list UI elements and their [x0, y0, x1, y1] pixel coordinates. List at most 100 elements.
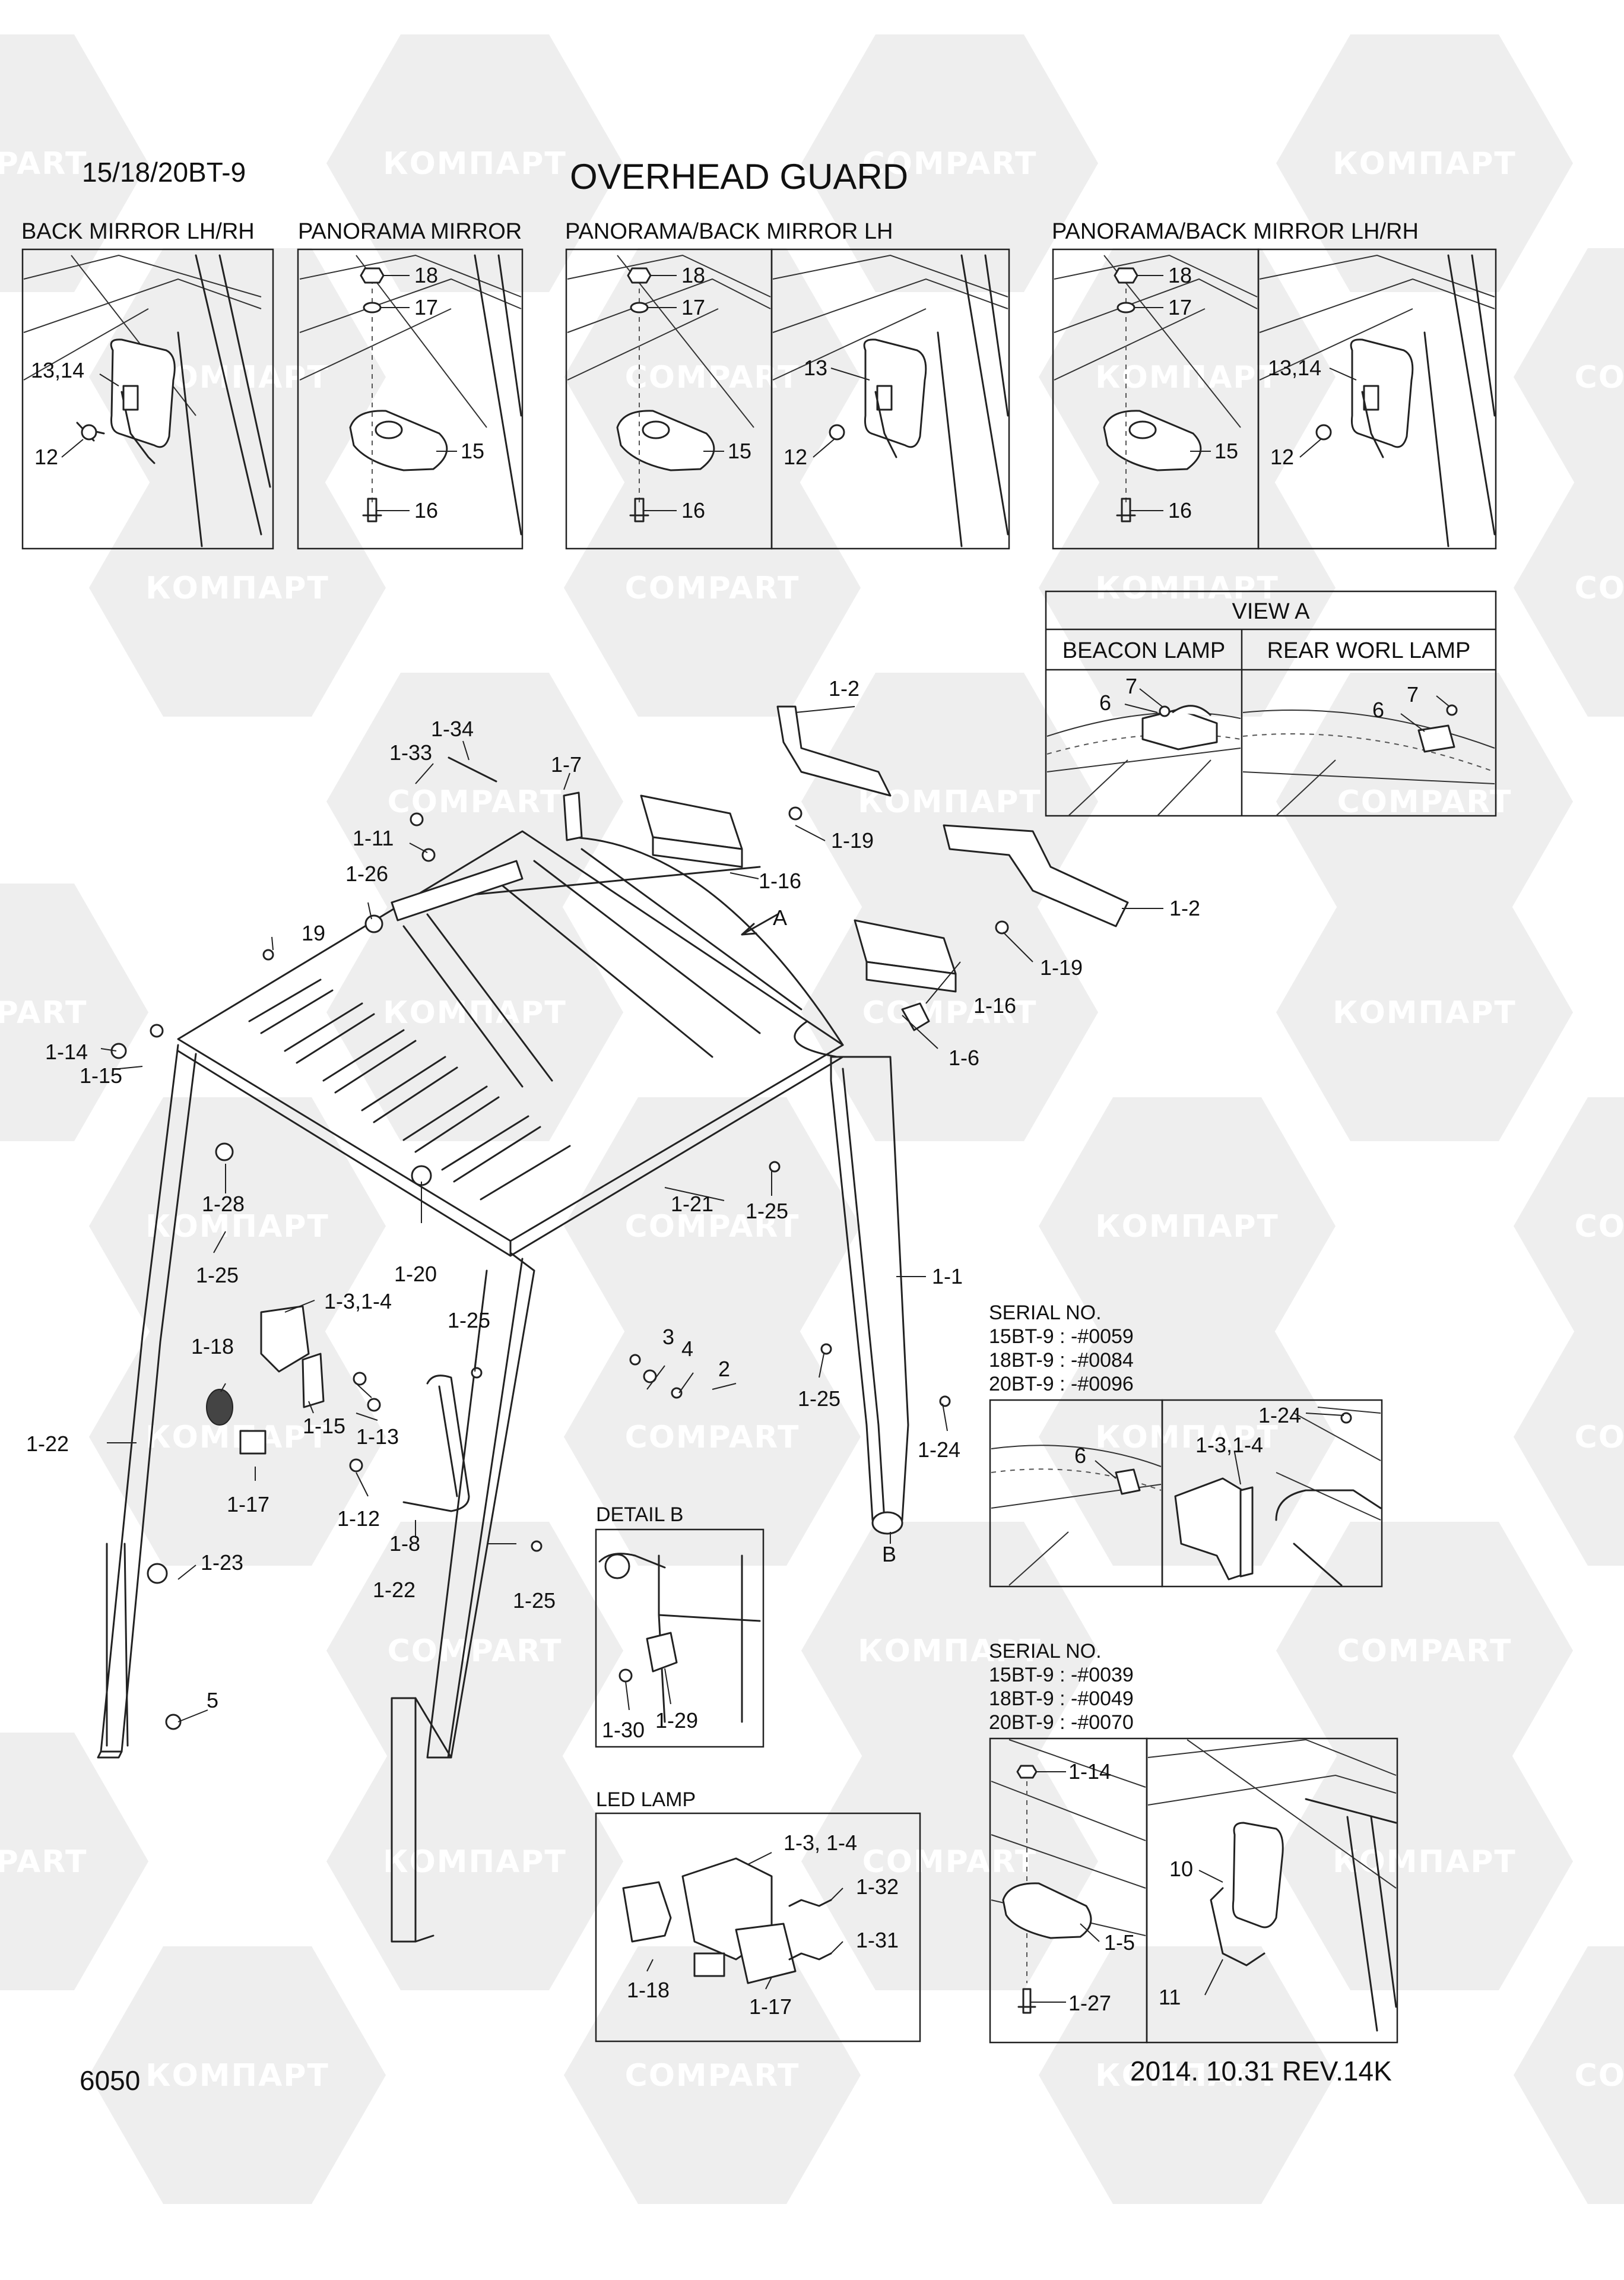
- watermark-text: COMPART: [0, 1844, 87, 1880]
- date-revision: 2014. 10.31 REV.14K: [1130, 2056, 1392, 2086]
- label-1-16: 1-16: [973, 993, 1016, 1018]
- page-number: 6050: [80, 2065, 140, 2096]
- label-1-5: 1-5: [1104, 1930, 1135, 1955]
- watermark-text: КОМПАРТ: [383, 995, 567, 1031]
- label-15: 15: [1214, 439, 1238, 463]
- label-1-20: 1-20: [394, 1262, 437, 1286]
- serial-1-line: 18BT-9 : -#0084: [989, 1349, 1134, 1372]
- rear-work-lamp-title: REAR WORL LAMP: [1267, 638, 1471, 663]
- label-1-6: 1-6: [949, 1046, 979, 1070]
- label-7: 7: [1407, 682, 1419, 707]
- watermark-hexagon: [0, 34, 148, 292]
- panel-title-panorama-back-lh: PANORAMA/BACK MIRROR LH: [565, 219, 893, 244]
- watermark-hexagon: [1276, 34, 1573, 292]
- label-1-13: 1-13: [356, 1424, 399, 1449]
- watermark-text: КОМПАРТ: [1333, 146, 1517, 182]
- watermark-hexagon: [1514, 1308, 1624, 1566]
- label-1-21: 1-21: [671, 1192, 713, 1216]
- watermark-text: COMPART: [0, 146, 87, 182]
- label-19: 19: [302, 921, 325, 945]
- label-1-15: 1-15: [303, 1414, 345, 1438]
- label-1-3-1-4: 1-3,1-4: [324, 1289, 392, 1313]
- label-15: 15: [461, 439, 484, 463]
- label-1-15: 1-15: [80, 1063, 122, 1088]
- watermark-layer: COMPART КОМПАРТ КОМПАРТ COMPART COMPART КОМПА…: [0, 34, 1624, 2204]
- label-12: 12: [784, 445, 807, 469]
- label-13: 13: [804, 356, 827, 380]
- label-18: 18: [414, 263, 438, 287]
- serial-2-line: 18BT-9 : -#0049: [989, 1687, 1134, 1710]
- label-15: 15: [728, 439, 751, 463]
- label-18: 18: [681, 263, 705, 287]
- watermark-text: COMPART: [1575, 1420, 1624, 1455]
- label-1-34: 1-34: [431, 717, 474, 741]
- watermark-text: COMPART: [1575, 571, 1624, 606]
- watermark-text: КОМПАРТ: [383, 1844, 567, 1880]
- label-1-18: 1-18: [627, 1978, 670, 2002]
- watermark-text: КОМПАРТ: [145, 571, 329, 606]
- label-4: 4: [681, 1337, 693, 1361]
- view-a-title: VIEW A: [1232, 599, 1311, 624]
- panel-title-back-mirror: BACK MIRROR LH/RH: [21, 219, 255, 244]
- label-1-3-1-4: 1-3,1-4: [1195, 1433, 1263, 1457]
- watermark-hexagon: [89, 1946, 386, 2204]
- label-3: 3: [662, 1325, 674, 1349]
- watermark-text: КОМПАРТ: [145, 2058, 329, 2094]
- panel-title-panorama-back-lhrh: PANORAMA/BACK MIRROR LH/RH: [1052, 219, 1419, 244]
- watermark-hexagon: [326, 34, 623, 292]
- serial-2-line: 20BT-9 : -#0070: [989, 1711, 1134, 1734]
- watermark-text: КОМПАРТ: [1095, 571, 1279, 606]
- label-17: 17: [1168, 295, 1192, 319]
- watermark-text: COMPART: [862, 995, 1038, 1031]
- detail-b-panel: DETAIL B 1-30 1-29: [595, 1503, 765, 1748]
- label-1-32: 1-32: [856, 1874, 899, 1899]
- label-1-19: 1-19: [831, 828, 874, 853]
- label-1-17: 1-17: [227, 1492, 269, 1516]
- label-7: 7: [1125, 674, 1137, 698]
- watermark-hexagon: [1039, 459, 1336, 717]
- beacon-lamp-title: BEACON LAMP: [1062, 638, 1226, 663]
- label-1-2: 1-2: [1169, 896, 1200, 920]
- watermark-text: COMPART: [625, 360, 800, 395]
- panel-panorama-mirror: 18 17 15 16: [297, 248, 524, 550]
- watermark-hexagon: [1514, 248, 1624, 506]
- panel-title-panorama-mirror: PANORAMA MIRROR: [298, 219, 522, 244]
- model-label: 15/18/20BT-9: [82, 157, 246, 188]
- watermark-hexagon: [1514, 459, 1624, 717]
- watermark-text: КОМПАРТ: [1333, 1844, 1517, 1880]
- label-1-25: 1-25: [448, 1308, 490, 1332]
- label-18: 18: [1168, 263, 1192, 287]
- label-1-7: 1-7: [551, 752, 582, 777]
- watermark-hexagon: [326, 673, 623, 930]
- label-1-3-1-4: 1-3, 1-4: [784, 1831, 857, 1855]
- label-1-22: 1-22: [26, 1432, 69, 1456]
- label-16: 16: [414, 498, 438, 522]
- watermark-text: COMPART: [862, 146, 1038, 182]
- watermark-hexagon: [564, 1308, 861, 1566]
- watermark-hexagon: [326, 1733, 623, 1990]
- label-6: 6: [1074, 1443, 1086, 1468]
- watermark-hexagon: [89, 459, 386, 717]
- serial-2-line: 15BT-9 : -#0039: [989, 1664, 1134, 1686]
- watermark-hexagon: [564, 1946, 861, 2204]
- watermark-hexagon: [1039, 1308, 1336, 1566]
- label-1-18: 1-18: [191, 1334, 234, 1358]
- watermark-text: COMPART: [625, 571, 800, 606]
- watermark-hexagon: [1514, 1946, 1624, 2204]
- label-17: 17: [681, 295, 705, 319]
- label-1-22: 1-22: [373, 1578, 415, 1602]
- panel-panorama-back-lhrh: 18 17 15 16 13,14 12: [1052, 248, 1497, 550]
- label-1-24: 1-24: [1258, 1403, 1301, 1427]
- label-6: 6: [1099, 691, 1111, 715]
- label-10: 10: [1169, 1857, 1193, 1881]
- watermark-text: COMPART: [388, 1633, 563, 1669]
- watermark-hexagon: [0, 1733, 148, 1990]
- label-5: 5: [207, 1688, 218, 1712]
- watermark-hexagon: [1039, 1097, 1336, 1355]
- label-12: 12: [1270, 445, 1294, 469]
- panel-back-mirror: 13,14 12: [21, 248, 274, 550]
- watermark-text: COMPART: [862, 1844, 1038, 1880]
- watermark-text: КОМПАРТ: [858, 1633, 1042, 1669]
- label-1-33: 1-33: [389, 740, 432, 765]
